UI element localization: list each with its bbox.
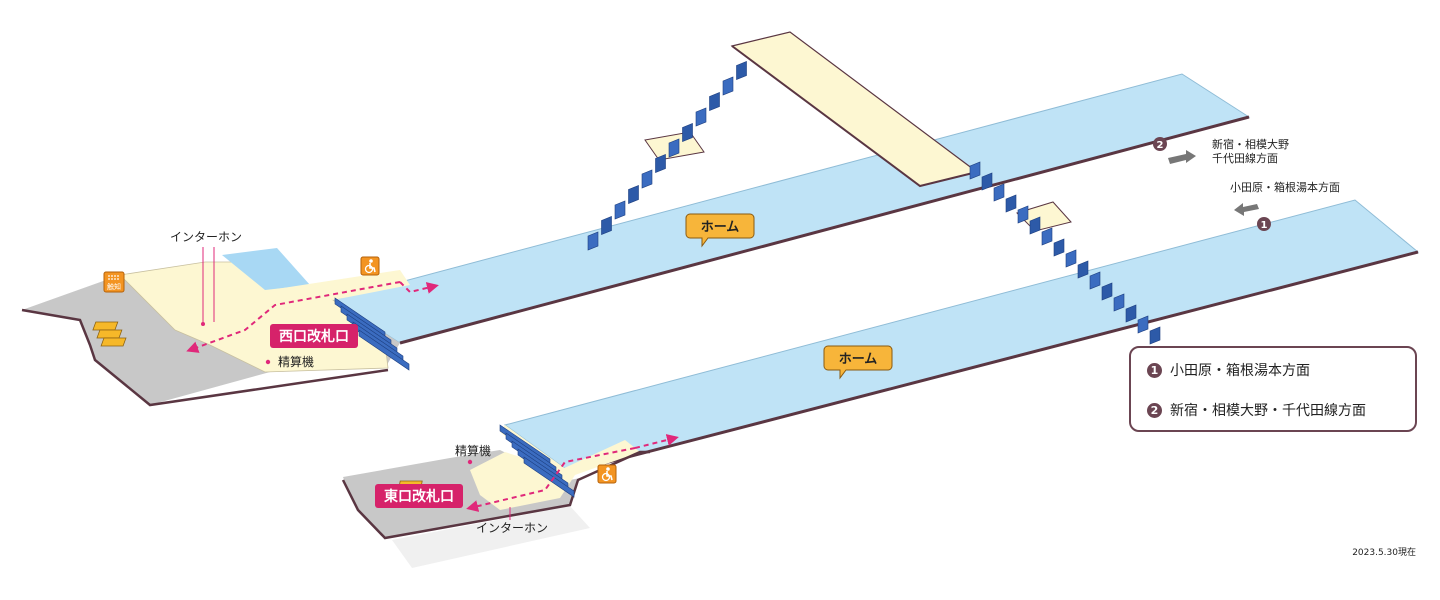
stair-step <box>587 231 599 251</box>
direction-arrow-icon <box>1168 150 1196 164</box>
platform-callout-lower: ホーム <box>823 345 893 380</box>
fare-machine-label-east: 精算機 <box>455 443 491 458</box>
legend-text-2: 新宿・相模大野・千代田線方面 <box>1170 403 1366 419</box>
platform-callout-upper: ホーム <box>685 213 755 248</box>
stairs-to-lower-platform <box>969 161 1161 345</box>
stair-step <box>709 92 720 111</box>
platform-label-upper: ホーム <box>701 220 740 235</box>
stair-step <box>1053 238 1065 257</box>
legend-item-odawara: 1 小田原・箱根湯本方面 <box>1147 360 1310 380</box>
stair-step <box>1065 249 1077 268</box>
stair-step <box>1089 271 1101 290</box>
stair-step <box>1137 315 1149 334</box>
west-gate-label: 西口改札口 <box>279 328 349 345</box>
legend-num-2: 2 <box>1147 402 1162 418</box>
date-note: 2023.5.30現在 <box>1352 548 1416 558</box>
intercom-label-west: インターホン <box>170 230 242 244</box>
stair-step <box>641 169 653 189</box>
direction-shinjuku-line1: 新宿・相模大野 <box>1212 137 1289 151</box>
west-ticket-gates <box>92 321 127 347</box>
stair-step <box>682 123 693 142</box>
stair-step <box>1149 326 1161 345</box>
stair-step <box>722 76 734 96</box>
east-gate-label: 東口改札口 <box>384 488 454 505</box>
wheelchair-icon <box>360 256 380 276</box>
stair-step <box>736 61 747 80</box>
stair-step <box>1041 227 1053 246</box>
direction-odawara: 小田原・箱根湯本方面 1 <box>1230 180 1340 231</box>
direction-odawara-num: 1 <box>1261 220 1268 231</box>
accessible-route-east <box>466 434 679 512</box>
stair-step <box>1029 216 1041 235</box>
direction-shinjuku-num: 2 <box>1157 140 1164 151</box>
direction-odawara-text: 小田原・箱根湯本方面 <box>1230 180 1340 194</box>
stair-step <box>1125 304 1137 323</box>
stair-step <box>1005 194 1017 213</box>
stair-step <box>668 138 680 158</box>
stair-step <box>601 216 612 235</box>
stairs-to-upper-platform <box>587 61 747 251</box>
stair-step <box>969 161 981 180</box>
stair-step <box>1101 282 1113 301</box>
intercom-pointer-west <box>201 247 215 326</box>
west-gate-badge: 西口改札口 <box>270 324 358 348</box>
stair-step <box>1077 260 1089 279</box>
fare-machine-dot-west <box>265 359 271 365</box>
stair-step <box>993 183 1005 202</box>
stair-step <box>628 185 639 204</box>
stair-step <box>695 107 707 127</box>
direction-shinjuku: 2 新宿・相模大野 千代田線方面 <box>1153 137 1289 165</box>
wheelchair-icon <box>597 464 617 484</box>
east-gate-badge: 東口改札口 <box>375 484 463 508</box>
fare-machine-dot-east <box>467 459 473 465</box>
stair-step <box>1017 205 1029 224</box>
direction-legend: 1 小田原・箱根湯本方面 2 新宿・相模大野・千代田線方面 <box>1129 346 1417 432</box>
stair-step <box>614 200 626 220</box>
tactile-label: 触知 <box>107 282 121 291</box>
gate-stair-step <box>358 329 410 371</box>
legend-text-1: 小田原・箱根湯本方面 <box>1170 363 1310 379</box>
legend-num-1: 1 <box>1147 362 1162 378</box>
direction-arrow-icon <box>1234 203 1259 216</box>
fare-machine-label-west: 精算機 <box>278 354 314 369</box>
platform-label-lower: ホーム <box>839 352 878 367</box>
east-concourse <box>341 424 650 568</box>
direction-shinjuku-line2: 千代田線方面 <box>1212 151 1278 165</box>
intercom-label-east: インターホン <box>476 521 548 535</box>
legend-item-shinjuku: 2 新宿・相模大野・千代田線方面 <box>1147 400 1366 420</box>
stair-step <box>1113 293 1125 312</box>
stair-step <box>981 172 993 191</box>
stair-step <box>655 154 666 173</box>
gate-stair-step <box>523 456 575 498</box>
tactile-map-icon: 触知 <box>103 271 125 293</box>
accessible-route-west <box>186 281 439 353</box>
